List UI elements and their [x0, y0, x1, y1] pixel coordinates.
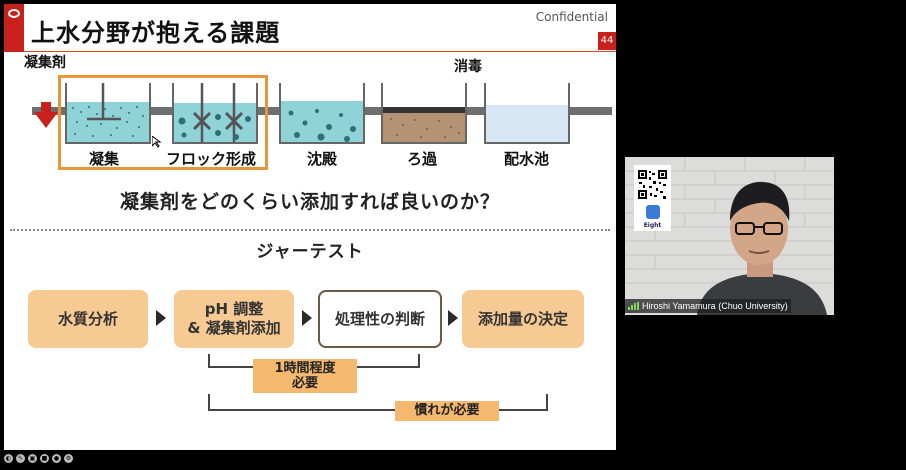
disinfection-label: 消毒 — [454, 59, 482, 75]
card-label: Eight — [643, 222, 662, 229]
mouse-cursor-icon — [152, 136, 162, 148]
tank-label-filtration: ろ過 — [407, 150, 438, 168]
step-arrow-icon — [448, 310, 458, 326]
inflow-arrow-icon — [34, 102, 58, 128]
camera-icon[interactable]: ■ — [40, 454, 49, 463]
section-title: ジャーテスト — [256, 242, 364, 262]
participant-person — [697, 181, 827, 315]
tank-flocculation — [172, 83, 258, 144]
coagulation-water — [67, 102, 149, 142]
tank-filtration — [381, 83, 467, 144]
question-text: 凝集剤をどのくらい添加すれば良いのか？ — [119, 191, 500, 213]
step-dose-decision: 添加量の決定 — [462, 290, 584, 348]
tank-label-flocculation: フロック形成 — [166, 150, 257, 168]
bracket-long — [208, 394, 548, 411]
step-label: 添加量の決定 — [477, 309, 568, 328]
pen-icon[interactable]: ✎ — [16, 454, 25, 463]
record-icon[interactable]: ● — [52, 454, 61, 463]
signal-bars-icon — [628, 302, 639, 310]
step-ph-adjust: pH 調整 & 凝集剤添加 — [174, 290, 294, 348]
highlight-frame — [58, 75, 268, 170]
flocculation-water — [174, 83, 256, 142]
note-time-required: 1時間程度 必要 — [253, 359, 357, 393]
page-number: 44 — [598, 32, 616, 50]
reservoir-water — [486, 105, 568, 142]
step-water-analysis: 水質分析 — [28, 290, 148, 348]
brand-logo-block — [4, 4, 24, 52]
eight-app-icon — [646, 205, 660, 219]
qr-card: Eight — [634, 165, 671, 231]
presenter-toolbar: ◐ ✎ ▣ ■ ● ⚙ — [4, 454, 73, 466]
tank-label-coagulation: 凝集 — [89, 150, 120, 168]
participant-name-plate: Hiroshi Yamamura (Chuo University) — [625, 299, 791, 313]
filtration-layers — [383, 107, 465, 142]
sedimentation-water — [281, 101, 363, 142]
slide-header: 上水分野が抱える課題 Confidential 44 — [4, 4, 616, 52]
tank-reservoir — [484, 83, 570, 144]
brand-ring-icon — [8, 9, 20, 18]
presentation-slide: 上水分野が抱える課題 Confidential 44 凝集剤 消毒 — [4, 4, 616, 450]
step-label-line1: pH 調整 — [204, 300, 264, 318]
note-line2: 必要 — [291, 376, 318, 391]
tank-label-reservoir: 配水池 — [504, 150, 550, 168]
note-line1: 1時間程度 — [274, 361, 336, 376]
step-label: 処理性の判断 — [334, 309, 425, 328]
participant-name: Hiroshi Yamamura (Chuo University) — [642, 301, 788, 311]
settings-icon[interactable]: ⚙ — [64, 454, 73, 463]
step-arrow-icon — [302, 310, 312, 326]
mixer-icon — [87, 83, 121, 121]
step-arrow-icon — [156, 310, 166, 326]
step-label-block: pH 調整 & 凝集剤添加 — [187, 300, 280, 338]
section-divider — [10, 229, 610, 231]
tank-coagulation — [65, 83, 151, 144]
slide-title: 上水分野が抱える課題 — [31, 19, 281, 47]
note-experience-required: 慣れが必要 — [395, 401, 499, 421]
step-label-line2: & 凝集剤添加 — [187, 319, 281, 337]
screen-icon[interactable]: ▣ — [28, 454, 37, 463]
coagulant-label: 凝集剤 — [24, 55, 66, 71]
zoom-icon[interactable]: ◐ — [4, 454, 13, 463]
step-label: 水質分析 — [57, 309, 118, 328]
confidential-label: Confidential — [535, 10, 608, 24]
step-treatability: 処理性の判断 — [318, 290, 442, 348]
tank-label-sedimentation: 沈殿 — [307, 150, 338, 168]
tank-sedimentation — [279, 83, 365, 144]
qr-code-icon — [637, 169, 668, 200]
participant-video-tile[interactable]: Eight Hiroshi Yamamura (Chuo University) — [625, 157, 834, 315]
